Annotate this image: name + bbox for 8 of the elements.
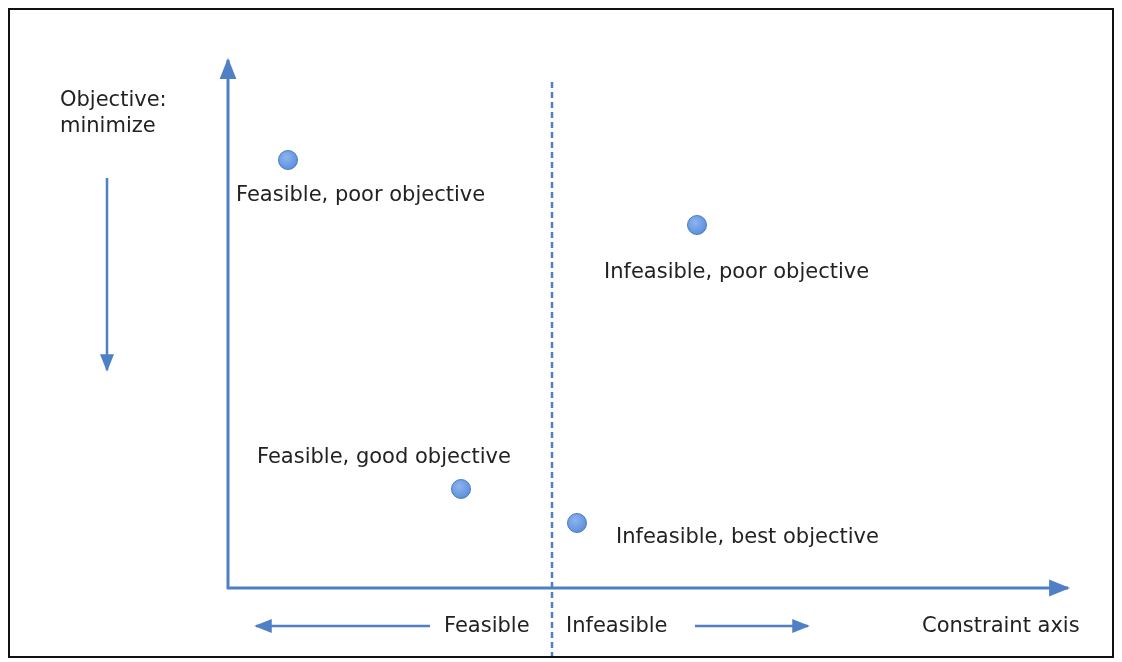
region-label: Infeasible [566, 612, 668, 639]
point-label: Infeasible, poor objective [604, 258, 870, 285]
point-label: Feasible, good objective [257, 443, 511, 470]
point-label: Infeasible, best objective [616, 523, 879, 550]
point-label: Feasible, poor objective [236, 181, 486, 208]
axis-title: Objective: minimize [60, 86, 168, 139]
axis-title: Constraint axis [922, 612, 1080, 639]
region-label: Feasible [444, 612, 530, 639]
